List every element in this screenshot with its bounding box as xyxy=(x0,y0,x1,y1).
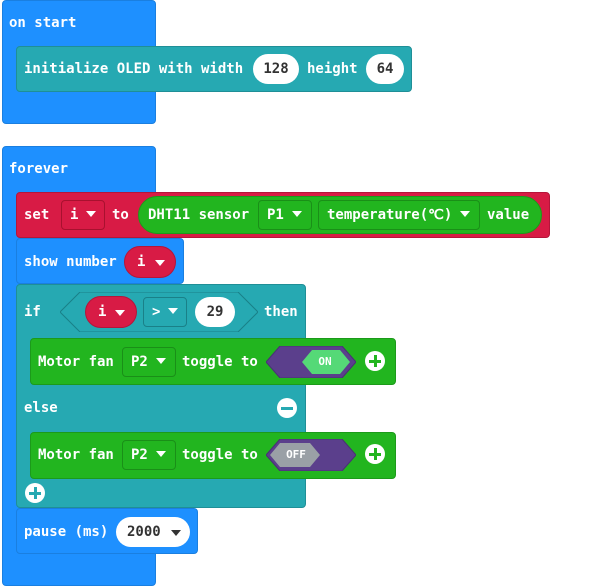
dht11-sensor-label: DHT11 sensor xyxy=(148,207,250,223)
chevron-down-icon xyxy=(155,260,165,266)
comparison-variable-name: i xyxy=(98,304,107,320)
add-icon[interactable] xyxy=(365,351,385,371)
motor-fan-on-pin: P2 xyxy=(131,354,148,370)
if-label: if xyxy=(24,304,41,320)
dht11-measure-dropdown[interactable]: temperature(℃) xyxy=(318,200,480,230)
show-number-label: show number xyxy=(24,254,117,270)
motor-fan-on-toggle-label: toggle to xyxy=(182,354,258,370)
motor-fan-on-pin-dropdown[interactable]: P2 xyxy=(122,347,176,377)
chevron-down-icon xyxy=(86,211,97,217)
chevron-down-icon xyxy=(115,310,125,316)
chevron-down-icon xyxy=(460,211,471,217)
show-number-variable[interactable] xyxy=(124,246,176,278)
comparison-operator-dropdown[interactable]: > xyxy=(143,297,187,327)
comparison-variable[interactable] xyxy=(85,296,137,328)
toggle-on-text: ON xyxy=(318,355,332,368)
chevron-down-icon xyxy=(155,451,166,457)
initialize-oled-label: initialize OLED with width xyxy=(24,61,244,77)
comparison-operator: > xyxy=(152,304,161,320)
then-label: then xyxy=(264,304,298,320)
else-label: else xyxy=(24,400,58,416)
pause-label: pause (ms) xyxy=(24,524,109,540)
set-variable-name: i xyxy=(70,207,79,223)
toggle-off-text: OFF xyxy=(286,448,306,461)
remove-else-icon[interactable] xyxy=(277,398,297,418)
initialize-oled-block[interactable] xyxy=(16,46,412,92)
dht11-value-label: value xyxy=(487,207,530,223)
to-label: to xyxy=(112,207,129,223)
chevron-down-icon xyxy=(168,308,179,314)
toggle-on-switch[interactable] xyxy=(266,346,356,378)
motor-fan-off-pin: P2 xyxy=(131,447,148,463)
comparison-value-input[interactable]: 29 xyxy=(195,297,235,327)
oled-height-label: height xyxy=(307,61,358,77)
motor-fan-off-label: Motor fan xyxy=(38,447,114,463)
add-else-if-icon[interactable] xyxy=(25,483,45,503)
motor-fan-off-toggle-label: toggle to xyxy=(182,447,258,463)
on-start-label: on start xyxy=(9,15,77,31)
show-number-variable-name: i xyxy=(137,254,146,270)
set-variable-dropdown[interactable]: i xyxy=(61,200,105,230)
oled-height-input[interactable]: 64 xyxy=(366,54,404,84)
add-icon[interactable] xyxy=(365,444,385,464)
chevron-down-icon xyxy=(291,211,302,217)
chevron-down-icon xyxy=(171,530,181,536)
set-label: set xyxy=(24,207,50,223)
oled-width-input[interactable]: 128 xyxy=(253,54,299,84)
forever-label: forever xyxy=(9,161,69,177)
dht11-pin-dropdown[interactable]: P1 xyxy=(258,200,312,230)
dht11-pin-value: P1 xyxy=(267,207,284,223)
toggle-off-switch[interactable] xyxy=(266,439,356,471)
motor-fan-on-label: Motor fan xyxy=(38,354,114,370)
chevron-down-icon xyxy=(155,358,166,364)
pause-value: 2000 xyxy=(127,524,161,540)
motor-fan-off-pin-dropdown[interactable]: P2 xyxy=(122,440,176,470)
dht11-measure-value: temperature(℃) xyxy=(327,207,453,223)
